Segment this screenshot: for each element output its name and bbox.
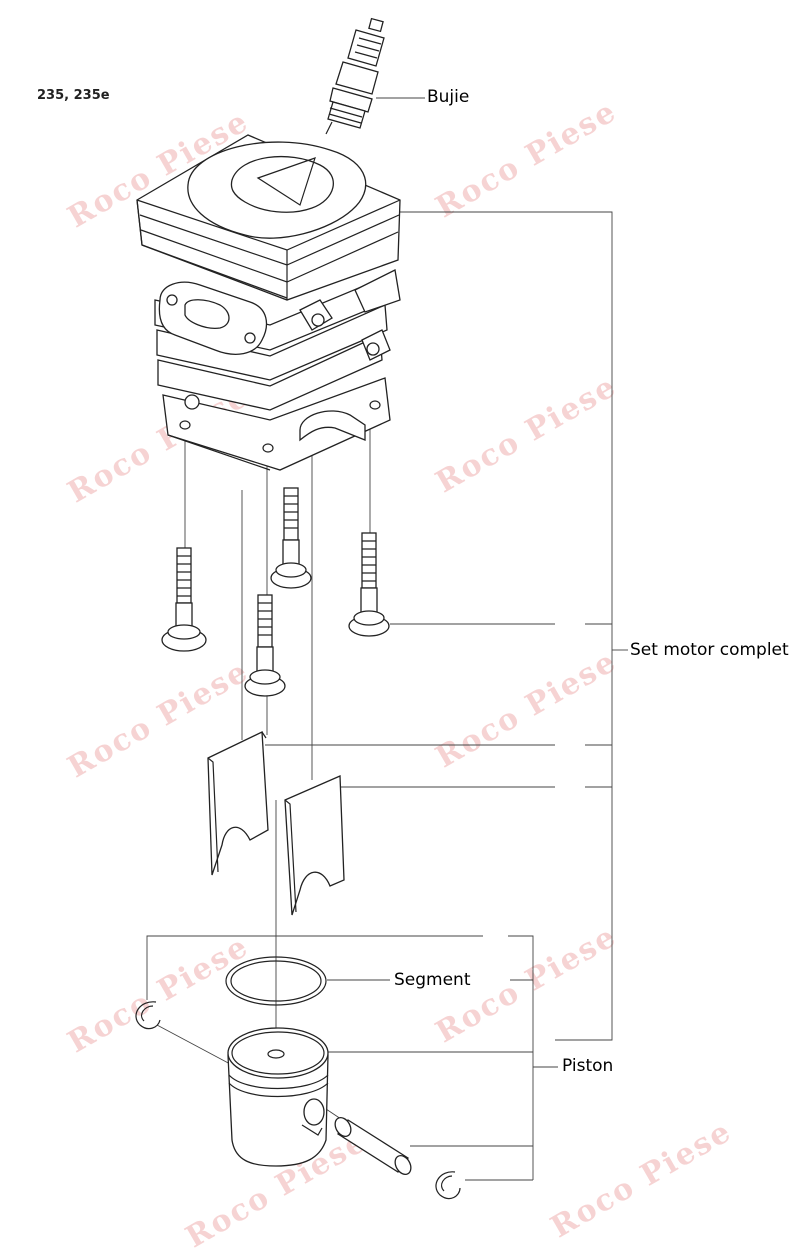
- diagram-drawing: [135, 17, 628, 1200]
- model-label: 235, 235e: [37, 88, 110, 103]
- spark-plug: [325, 17, 385, 135]
- bolt: [244, 594, 286, 697]
- bolts: [161, 487, 390, 697]
- spark-plug-label: Bujie: [427, 87, 470, 107]
- piston-pin: [334, 1117, 412, 1175]
- piston-label: Piston: [562, 1056, 614, 1076]
- circlips: [135, 1001, 461, 1200]
- ring-label: Segment: [394, 970, 471, 990]
- spacer-plates: [207, 730, 345, 916]
- cylinder: [136, 134, 401, 471]
- piston: [227, 1027, 329, 1167]
- engine-kit-label: Set motor complet: [630, 640, 789, 660]
- leader-lines: [146, 97, 628, 1181]
- bolt: [348, 532, 390, 637]
- piston-ring: [225, 956, 327, 1006]
- parts-diagram: Roco Piese Roco Piese Roco Piese Roco Pi…: [37, 17, 789, 1255]
- bolt: [161, 547, 207, 652]
- bolt: [270, 487, 312, 589]
